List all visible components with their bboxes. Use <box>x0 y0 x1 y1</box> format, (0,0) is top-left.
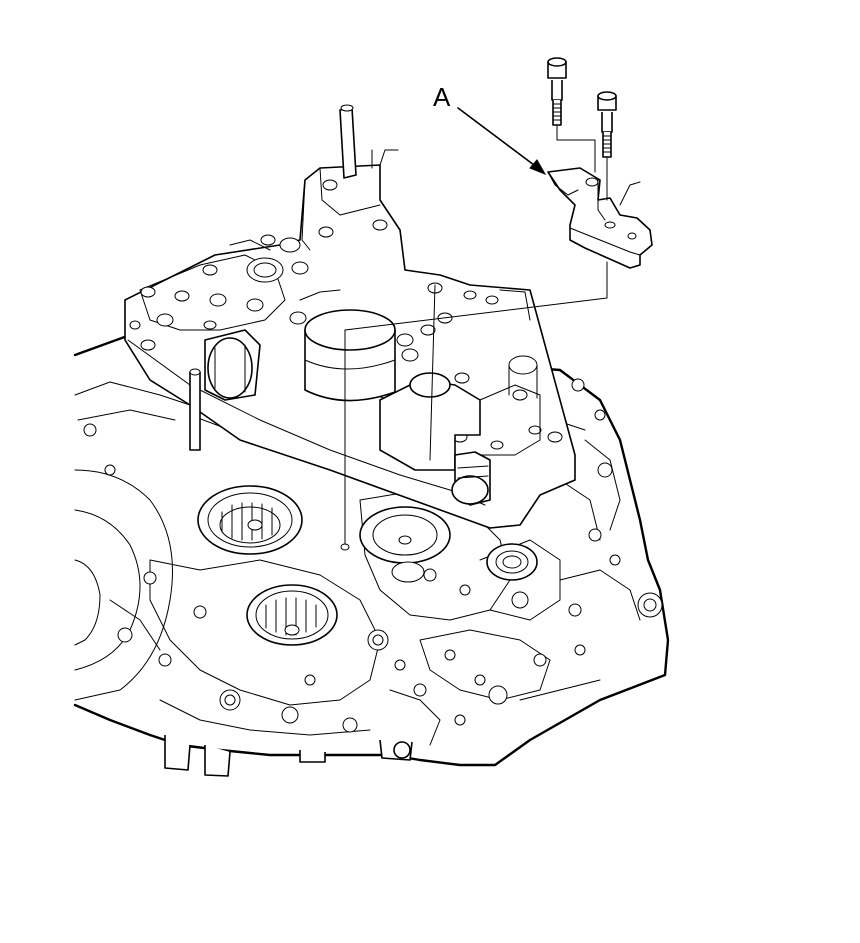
bolt-left <box>547 57 567 126</box>
transmission-case <box>73 333 670 777</box>
bracket-a <box>547 167 653 269</box>
upper-spline-bore <box>197 485 303 555</box>
right-seal-bore <box>486 543 538 581</box>
case-lower-tabs <box>164 735 413 777</box>
alignment-lines <box>340 125 608 551</box>
lower-spline-bore <box>246 584 338 646</box>
center-bore <box>359 506 451 564</box>
bolt-right <box>597 91 617 158</box>
callout-label-a: A <box>433 82 451 112</box>
valve-body-cylinder <box>304 309 396 402</box>
right-valve-block <box>379 355 541 471</box>
valve-body-bosses <box>129 179 563 450</box>
callout-a: A <box>433 82 547 175</box>
small-bore <box>391 561 425 583</box>
right-solenoid <box>451 451 491 506</box>
dowel-pin <box>189 368 201 451</box>
left-solenoid <box>204 329 261 401</box>
valve-body-assembly <box>124 104 576 529</box>
case-bolt-bosses <box>83 378 663 733</box>
